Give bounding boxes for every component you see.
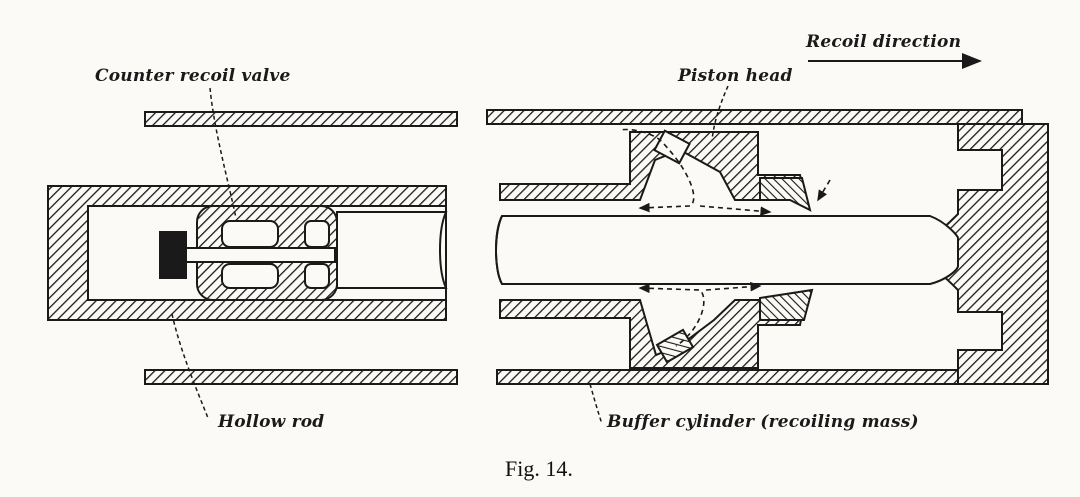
valve-chamber-top (221, 220, 279, 248)
leader-buffer-cylinder (589, 383, 603, 425)
leader-hollow-rod (171, 313, 209, 419)
valve-stem (184, 247, 336, 263)
buffer-wall-top (486, 109, 1023, 125)
flow-arrow-top (619, 128, 695, 213)
flow-arrows (619, 128, 831, 347)
valve-chamber-bottom (221, 263, 279, 289)
label-hollow-rod: Hollow rod (218, 412, 325, 432)
buffer-wall-bottom (496, 369, 1023, 385)
flow-arrow-bottom-right (705, 281, 762, 292)
valve-chamber-right-top (304, 220, 330, 248)
label-piston-head: Piston head (678, 66, 793, 86)
rod-end-left (336, 211, 448, 289)
left-assembly (47, 111, 458, 385)
valve-chamber-right-bottom (304, 263, 330, 289)
outer-wall-top-left (144, 111, 458, 127)
port-valve-bottom (655, 328, 695, 364)
figure-caption: Fig. 14. (505, 456, 573, 481)
leader-lines (171, 85, 729, 425)
label-recoil-direction: Recoil direction (806, 32, 962, 52)
flow-arrow-bottom (638, 283, 705, 347)
piston-lip-top (759, 177, 812, 212)
valve-knob (159, 231, 187, 279)
label-counter-recoil-valve: Counter recoil valve (95, 66, 291, 86)
piston-rod (495, 215, 959, 285)
outer-wall-bottom-left (144, 369, 458, 385)
piston-lip-bottom (759, 288, 814, 321)
leader-counter-recoil-valve (209, 87, 237, 219)
flow-arrow-top-right (699, 205, 772, 216)
flow-arrow-lip (817, 179, 831, 202)
leader-piston-head (711, 85, 729, 141)
rod-end-right (495, 215, 503, 285)
right-assembly (486, 109, 1049, 385)
label-buffer-cylinder: Buffer cylinder (recoiling mass) (607, 412, 919, 432)
